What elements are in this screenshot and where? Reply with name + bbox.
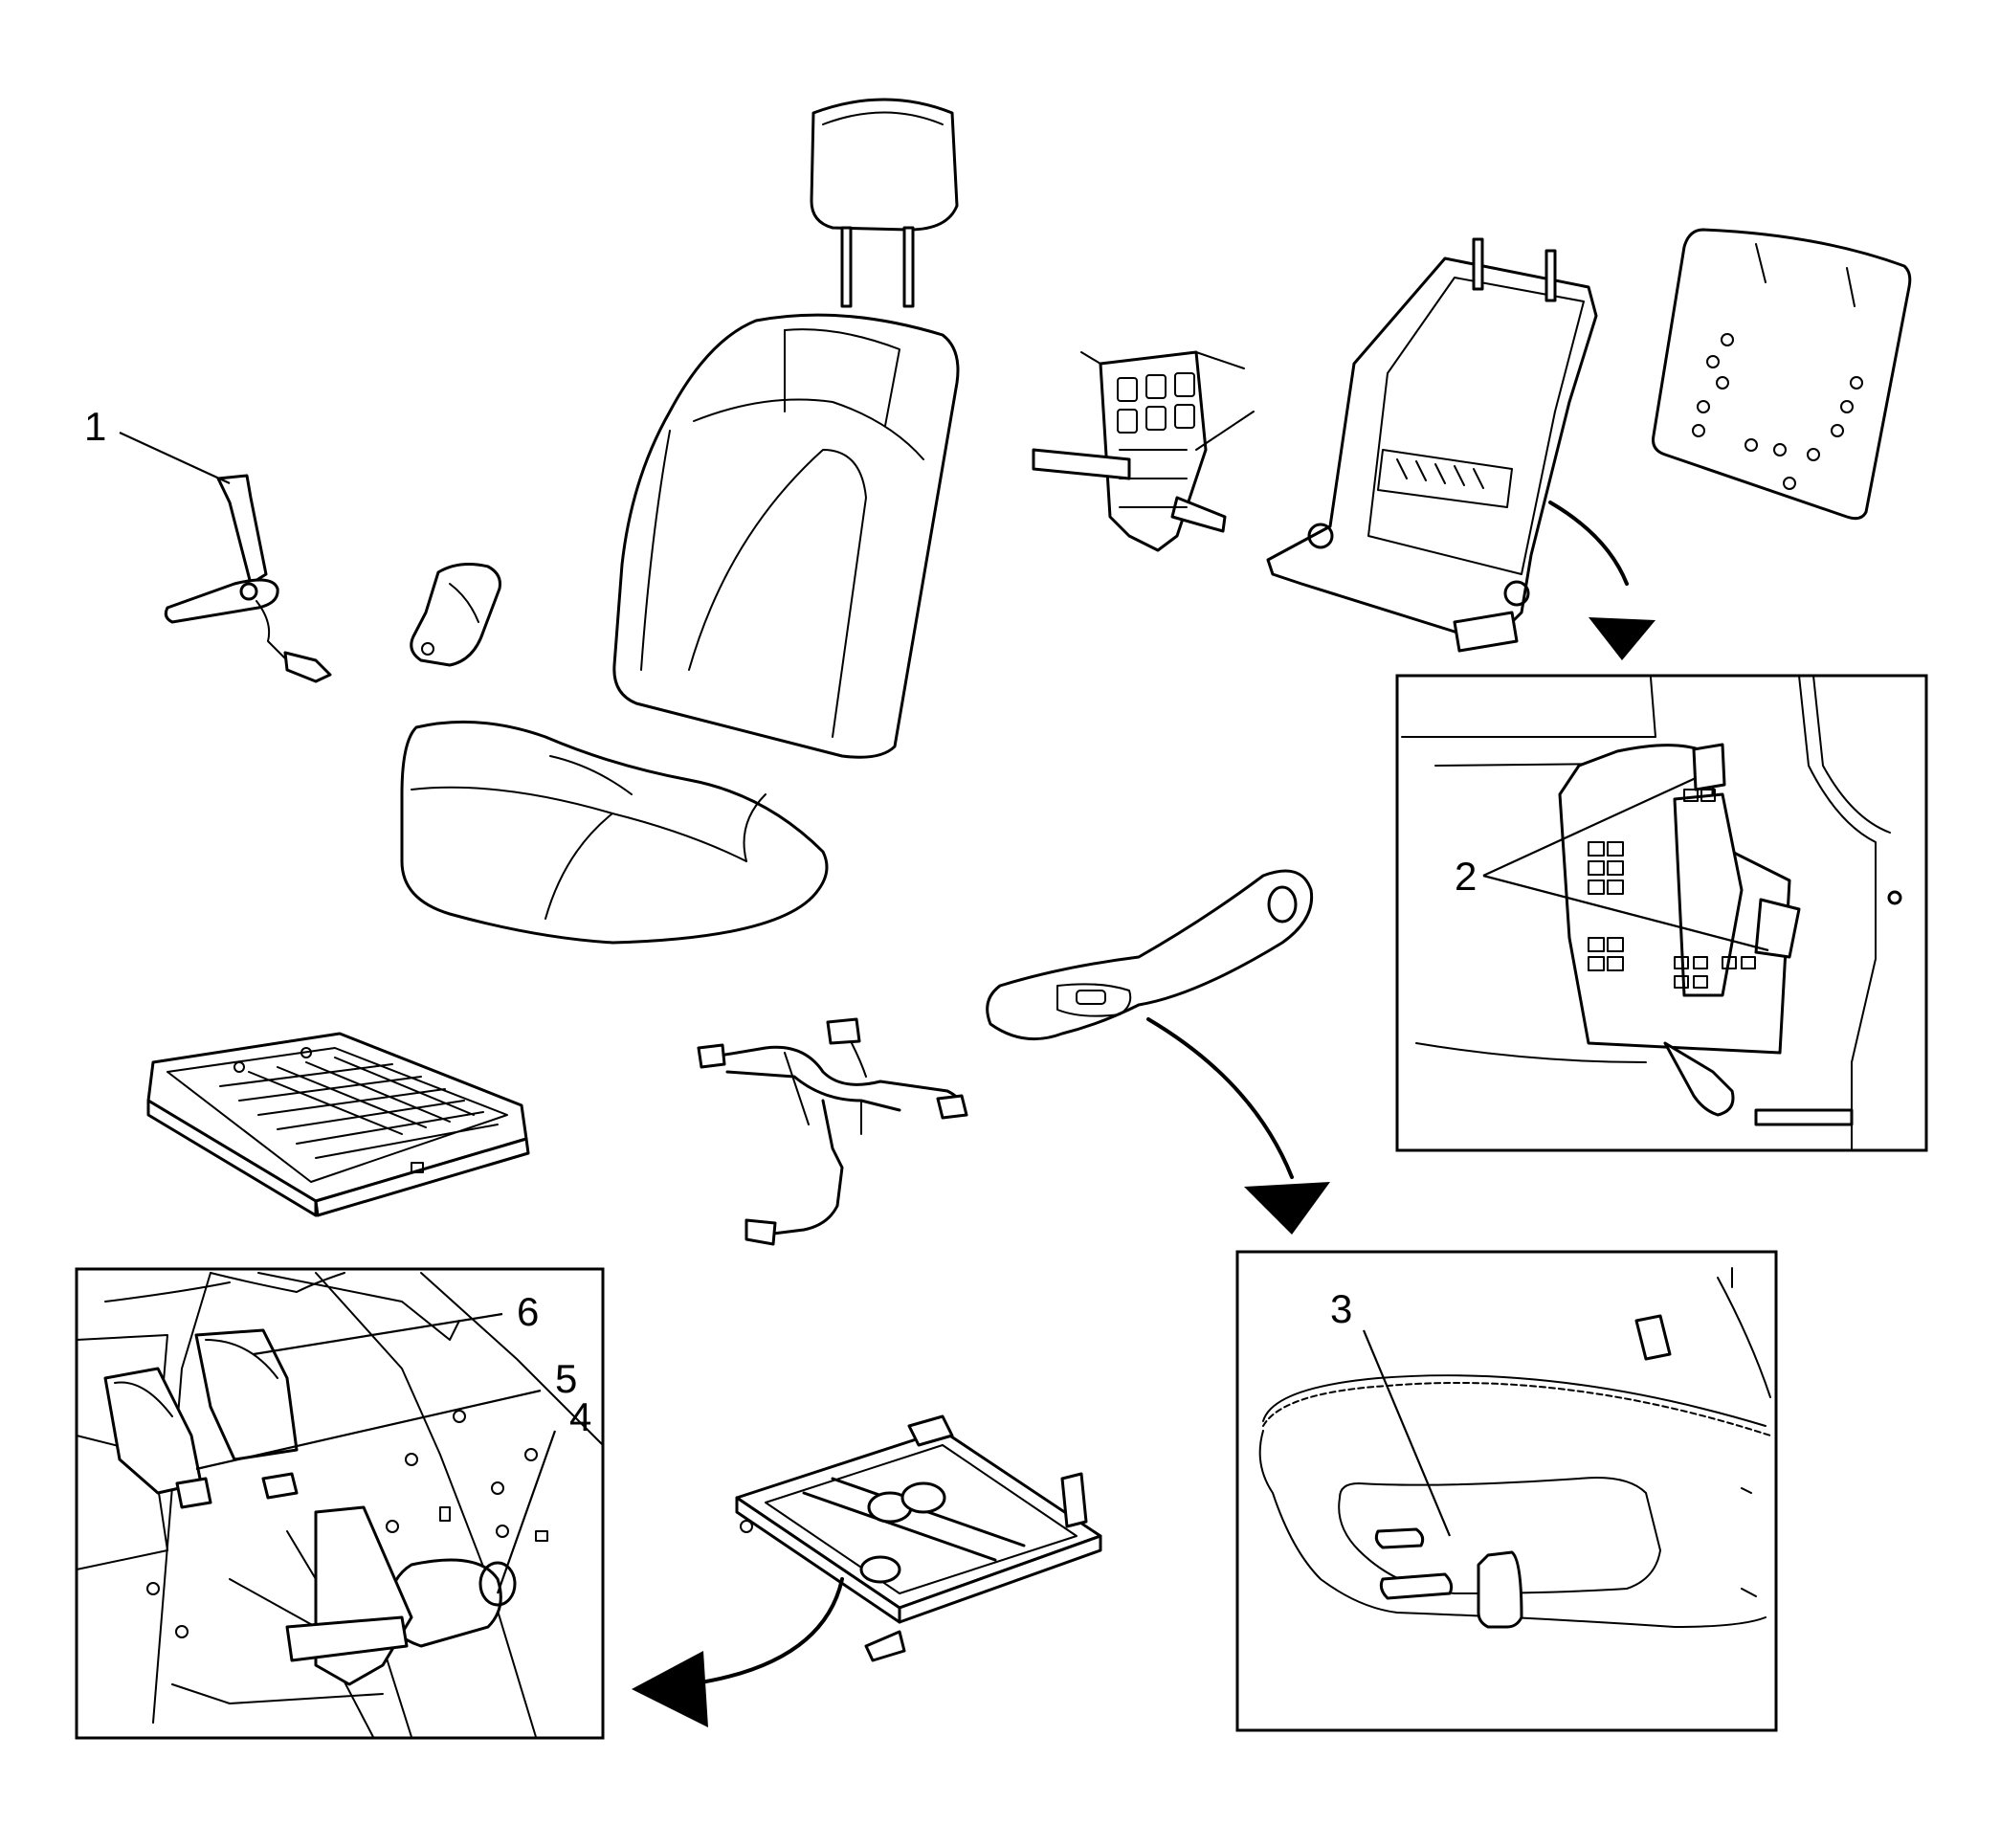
seat-adjuster-track (735, 1414, 1102, 1662)
callout-4: 4 (569, 1394, 591, 1439)
callout-3: 3 (1330, 1286, 1352, 1331)
seat-cushion (400, 720, 829, 945)
callout-1-group: 1 (84, 404, 231, 484)
seat-cushion-frame (146, 1032, 530, 1217)
seat-back-panel (1652, 228, 1912, 521)
callout-5: 5 (555, 1356, 577, 1401)
panel-clips (1692, 333, 1863, 490)
seat-back-frame (1266, 237, 1598, 653)
callout-2: 2 (1455, 854, 1477, 899)
callout-1: 1 (84, 404, 106, 449)
inset-adjuster-motors: 6 5 4 (75, 1267, 605, 1740)
inset-seatback-motor: 2 (1395, 674, 1928, 1152)
wiring-harness (697, 1017, 968, 1246)
lumbar-support (1032, 350, 1255, 552)
seat-switch-bezel (986, 869, 1314, 1041)
callout-6: 6 (517, 1289, 539, 1334)
headrest (810, 98, 959, 308)
seat-belt-buckle (164, 474, 332, 683)
recliner-cover (410, 563, 501, 667)
inset-seat-switch: 3 (1235, 1250, 1778, 1732)
curved-arrow-to-inset-3 (1146, 1017, 1330, 1235)
curved-arrow-to-inset-2 (1548, 501, 1656, 660)
seat-back-cushion (612, 313, 960, 759)
motor-bracket-slots (1588, 789, 1756, 989)
curved-arrow-to-inset-456 (632, 1577, 844, 1727)
